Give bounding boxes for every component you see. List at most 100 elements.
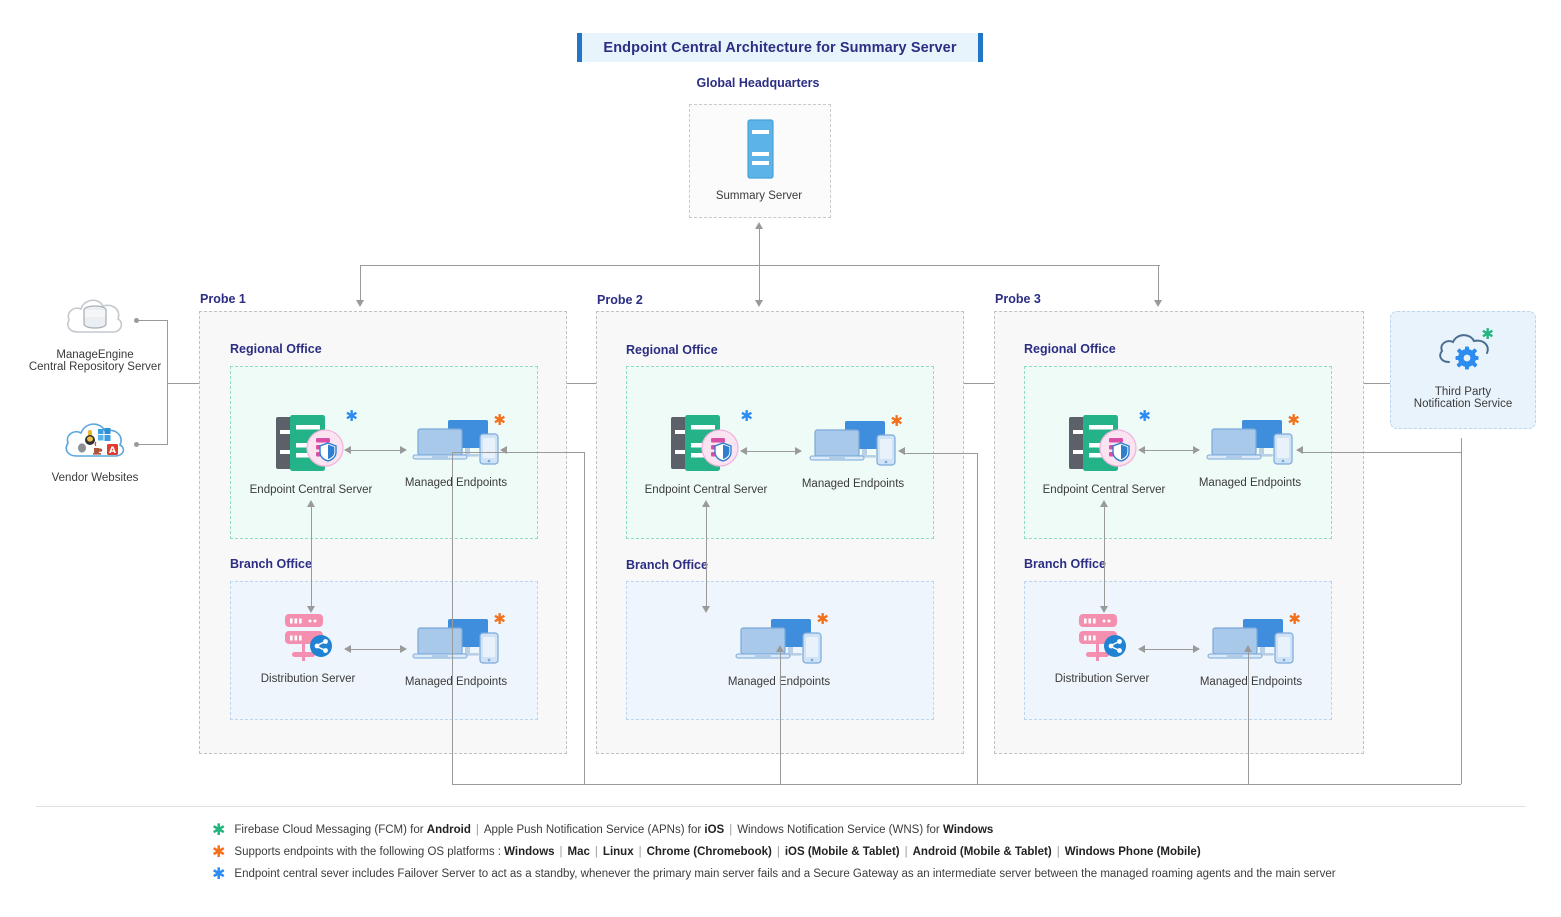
probe-3-distribution-server-label: Distribution Server xyxy=(1054,673,1150,685)
notification-bus-vertical xyxy=(1461,438,1462,784)
probe-1-endpoint-central-server-node[interactable]: ✱ Endpoint Central Server xyxy=(250,408,373,496)
probe-2-regional-link xyxy=(745,451,800,452)
probe-1-branch-endpoints-node[interactable]: ✱ Managed Endpoints xyxy=(405,612,507,688)
probe-3-vertical-link xyxy=(1104,506,1105,611)
probe-2-regional-link-arrow-l xyxy=(740,447,747,455)
probe-3-regional-endpoints-node[interactable]: ✱ Managed Endpoints xyxy=(1198,413,1302,489)
probe-2-notify-h xyxy=(903,453,977,454)
vendor-websites-node[interactable]: A Vendor Websites xyxy=(40,418,150,484)
probe-1-regional-link-arrow-l xyxy=(344,446,351,454)
blue-asterisk-icon: ✱ xyxy=(740,408,753,425)
probe-1-branch-link-arrow-l xyxy=(344,645,351,653)
probe-3-endpoint-central-server-label: Endpoint Central Server xyxy=(1042,484,1166,496)
summary-server-node[interactable]: Summary Server xyxy=(715,118,803,202)
probe-1-label: Probe 1 xyxy=(200,292,246,306)
orange-asterisk-icon: ✱ xyxy=(493,611,506,628)
blue-asterisk-icon: ✱ xyxy=(345,408,358,425)
probe-1-branch-notify-riser xyxy=(780,651,781,784)
distribution-server-icon xyxy=(277,611,339,668)
legend-row-1: ✱ Supports endpoints with the following … xyxy=(212,845,1201,861)
green-asterisk-icon: ✱ xyxy=(1481,325,1494,343)
probe-1-endpoint-central-server-label: Endpoint Central Server xyxy=(249,484,373,496)
probe-2-endpoint-central-server-label: Endpoint Central Server xyxy=(644,484,768,496)
title-edge-right xyxy=(978,33,983,62)
vendor-connector-h xyxy=(139,444,168,445)
probe-3-branch-link-arrow-l xyxy=(1138,645,1145,653)
probe-3-branch-endpoints-label: Managed Endpoints xyxy=(1199,676,1303,688)
devices-icon: ✱ xyxy=(410,413,506,471)
probe-distribution-bus xyxy=(360,265,1160,266)
probe-1-notify-h xyxy=(452,452,584,453)
legend-text-2: Endpoint central sever includes Failover… xyxy=(234,868,1336,880)
probe-2-regional-link-arrow-r xyxy=(795,447,802,455)
probe-2-regional-label: Regional Office xyxy=(626,343,718,357)
probe-2-branch-label: Branch Office xyxy=(626,558,708,572)
probe-1-branch-link xyxy=(349,649,405,650)
hq-bus-stem xyxy=(759,228,760,266)
notification-bus-horizontal xyxy=(452,784,1461,785)
third-party-label-line2: Notification Service xyxy=(1413,397,1513,410)
probe-1-distribution-server-node[interactable]: Distribution Server xyxy=(258,611,358,685)
probe-1-vertical-link xyxy=(311,506,312,611)
legend-text-0: Firebase Cloud Messaging (FCM) for Andro… xyxy=(234,824,994,836)
page-title: Endpoint Central Architecture for Summar… xyxy=(603,39,957,56)
probe-1-regional-label: Regional Office xyxy=(230,342,322,356)
probe-3-regional-link xyxy=(1143,450,1198,451)
probe-3-endpoint-central-server-node[interactable]: ✱ Endpoint Central Server xyxy=(1043,409,1166,496)
probe-3-regional-label: Regional Office xyxy=(1024,342,1116,356)
probe-2-branch-endpoints-node[interactable]: ✱ Managed Endpoints xyxy=(727,612,831,688)
probe-3-vertical-arrow-up xyxy=(1100,500,1108,507)
distribution-server-icon xyxy=(1071,611,1133,668)
blue-asterisk-icon: ✱ xyxy=(1138,408,1151,425)
orange-asterisk-icon: ✱ xyxy=(493,412,506,429)
svg-text:A: A xyxy=(109,446,116,456)
probe-1-regional-endpoints-label: Managed Endpoints xyxy=(404,477,508,489)
probe-1-notify-arrow xyxy=(500,446,507,454)
probe-1-branch-box xyxy=(230,581,538,720)
probe-2-branch-endpoints-label: Managed Endpoints xyxy=(727,676,831,688)
legend-divider xyxy=(36,806,1526,807)
devices-icon: ✱ xyxy=(1204,413,1300,471)
probe-3-distribution-server-node[interactable]: Distribution Server xyxy=(1052,611,1152,685)
probe-1-vertical-arrow-up xyxy=(307,500,315,507)
probe2-bus-drop xyxy=(759,265,760,303)
legend-text-1: Supports endpoints with the following OS… xyxy=(234,846,1201,858)
endpoint-central-server-icon: ✱ xyxy=(1065,409,1151,479)
orange-asterisk-icon: ✱ xyxy=(1287,412,1300,429)
probe-1-branch-notify-arrow xyxy=(776,645,784,652)
probe-2-regional-endpoints-node[interactable]: ✱ Managed Endpoints xyxy=(801,414,905,490)
probe-3-regional-endpoints-label: Managed Endpoints xyxy=(1198,477,1302,489)
devices-icon: ✱ xyxy=(807,414,903,472)
probe-3-branch-link xyxy=(1143,649,1198,650)
third-party-notification-box[interactable]: ✱ Third Party Notification Service xyxy=(1390,311,1536,429)
probe-3-branch-notify-riser xyxy=(1248,651,1249,784)
probe-1-notify-drop xyxy=(584,452,585,784)
orange-asterisk-icon: ✱ xyxy=(890,413,903,430)
probe2-bus-arrow xyxy=(755,300,763,307)
repository-connector-dot xyxy=(134,318,139,323)
devices-icon: ✱ xyxy=(733,612,829,670)
manageengine-repository-node[interactable]: ManageEngine Central Repository Server xyxy=(29,292,161,373)
vendor-websites-label: Vendor Websites xyxy=(51,472,139,484)
probe-3-notify-h xyxy=(1301,452,1461,453)
probe-2-endpoint-central-server-node[interactable]: ✱ Endpoint Central Server xyxy=(645,408,768,496)
orange-asterisk-icon: ✱ xyxy=(1288,611,1301,628)
devices-icon: ✱ xyxy=(1205,612,1301,670)
probe-1-distribution-server-label: Distribution Server xyxy=(260,673,356,685)
legend-asterisk-2: ✱ xyxy=(212,866,226,883)
probe1-bus-arrow xyxy=(356,300,364,307)
probe-1-regional-endpoints-node[interactable]: ✱ Managed Endpoints xyxy=(404,413,508,489)
probe-3-regional-link-arrow-r xyxy=(1193,446,1200,454)
third-party-label-line1: Third Party xyxy=(1434,385,1492,398)
probe-1-regional-link-arrow-r xyxy=(400,446,407,454)
summary-server-label: Summary Server xyxy=(715,190,803,202)
probe-2-label: Probe 2 xyxy=(597,293,643,307)
probe-3-branch-notify-arrow xyxy=(1244,645,1252,652)
devices-icon: ✱ xyxy=(410,612,506,670)
hq-bus-arrow-up xyxy=(755,222,763,229)
probe-2-regional-endpoints-label: Managed Endpoints xyxy=(801,478,905,490)
probe-2-vertical-arrow-down xyxy=(702,606,710,613)
probe-3-branch-endpoints-node[interactable]: ✱ Managed Endpoints xyxy=(1199,612,1303,688)
repository-label-line2: Central Repository Server xyxy=(28,361,162,373)
cloud-database-icon xyxy=(63,292,127,345)
